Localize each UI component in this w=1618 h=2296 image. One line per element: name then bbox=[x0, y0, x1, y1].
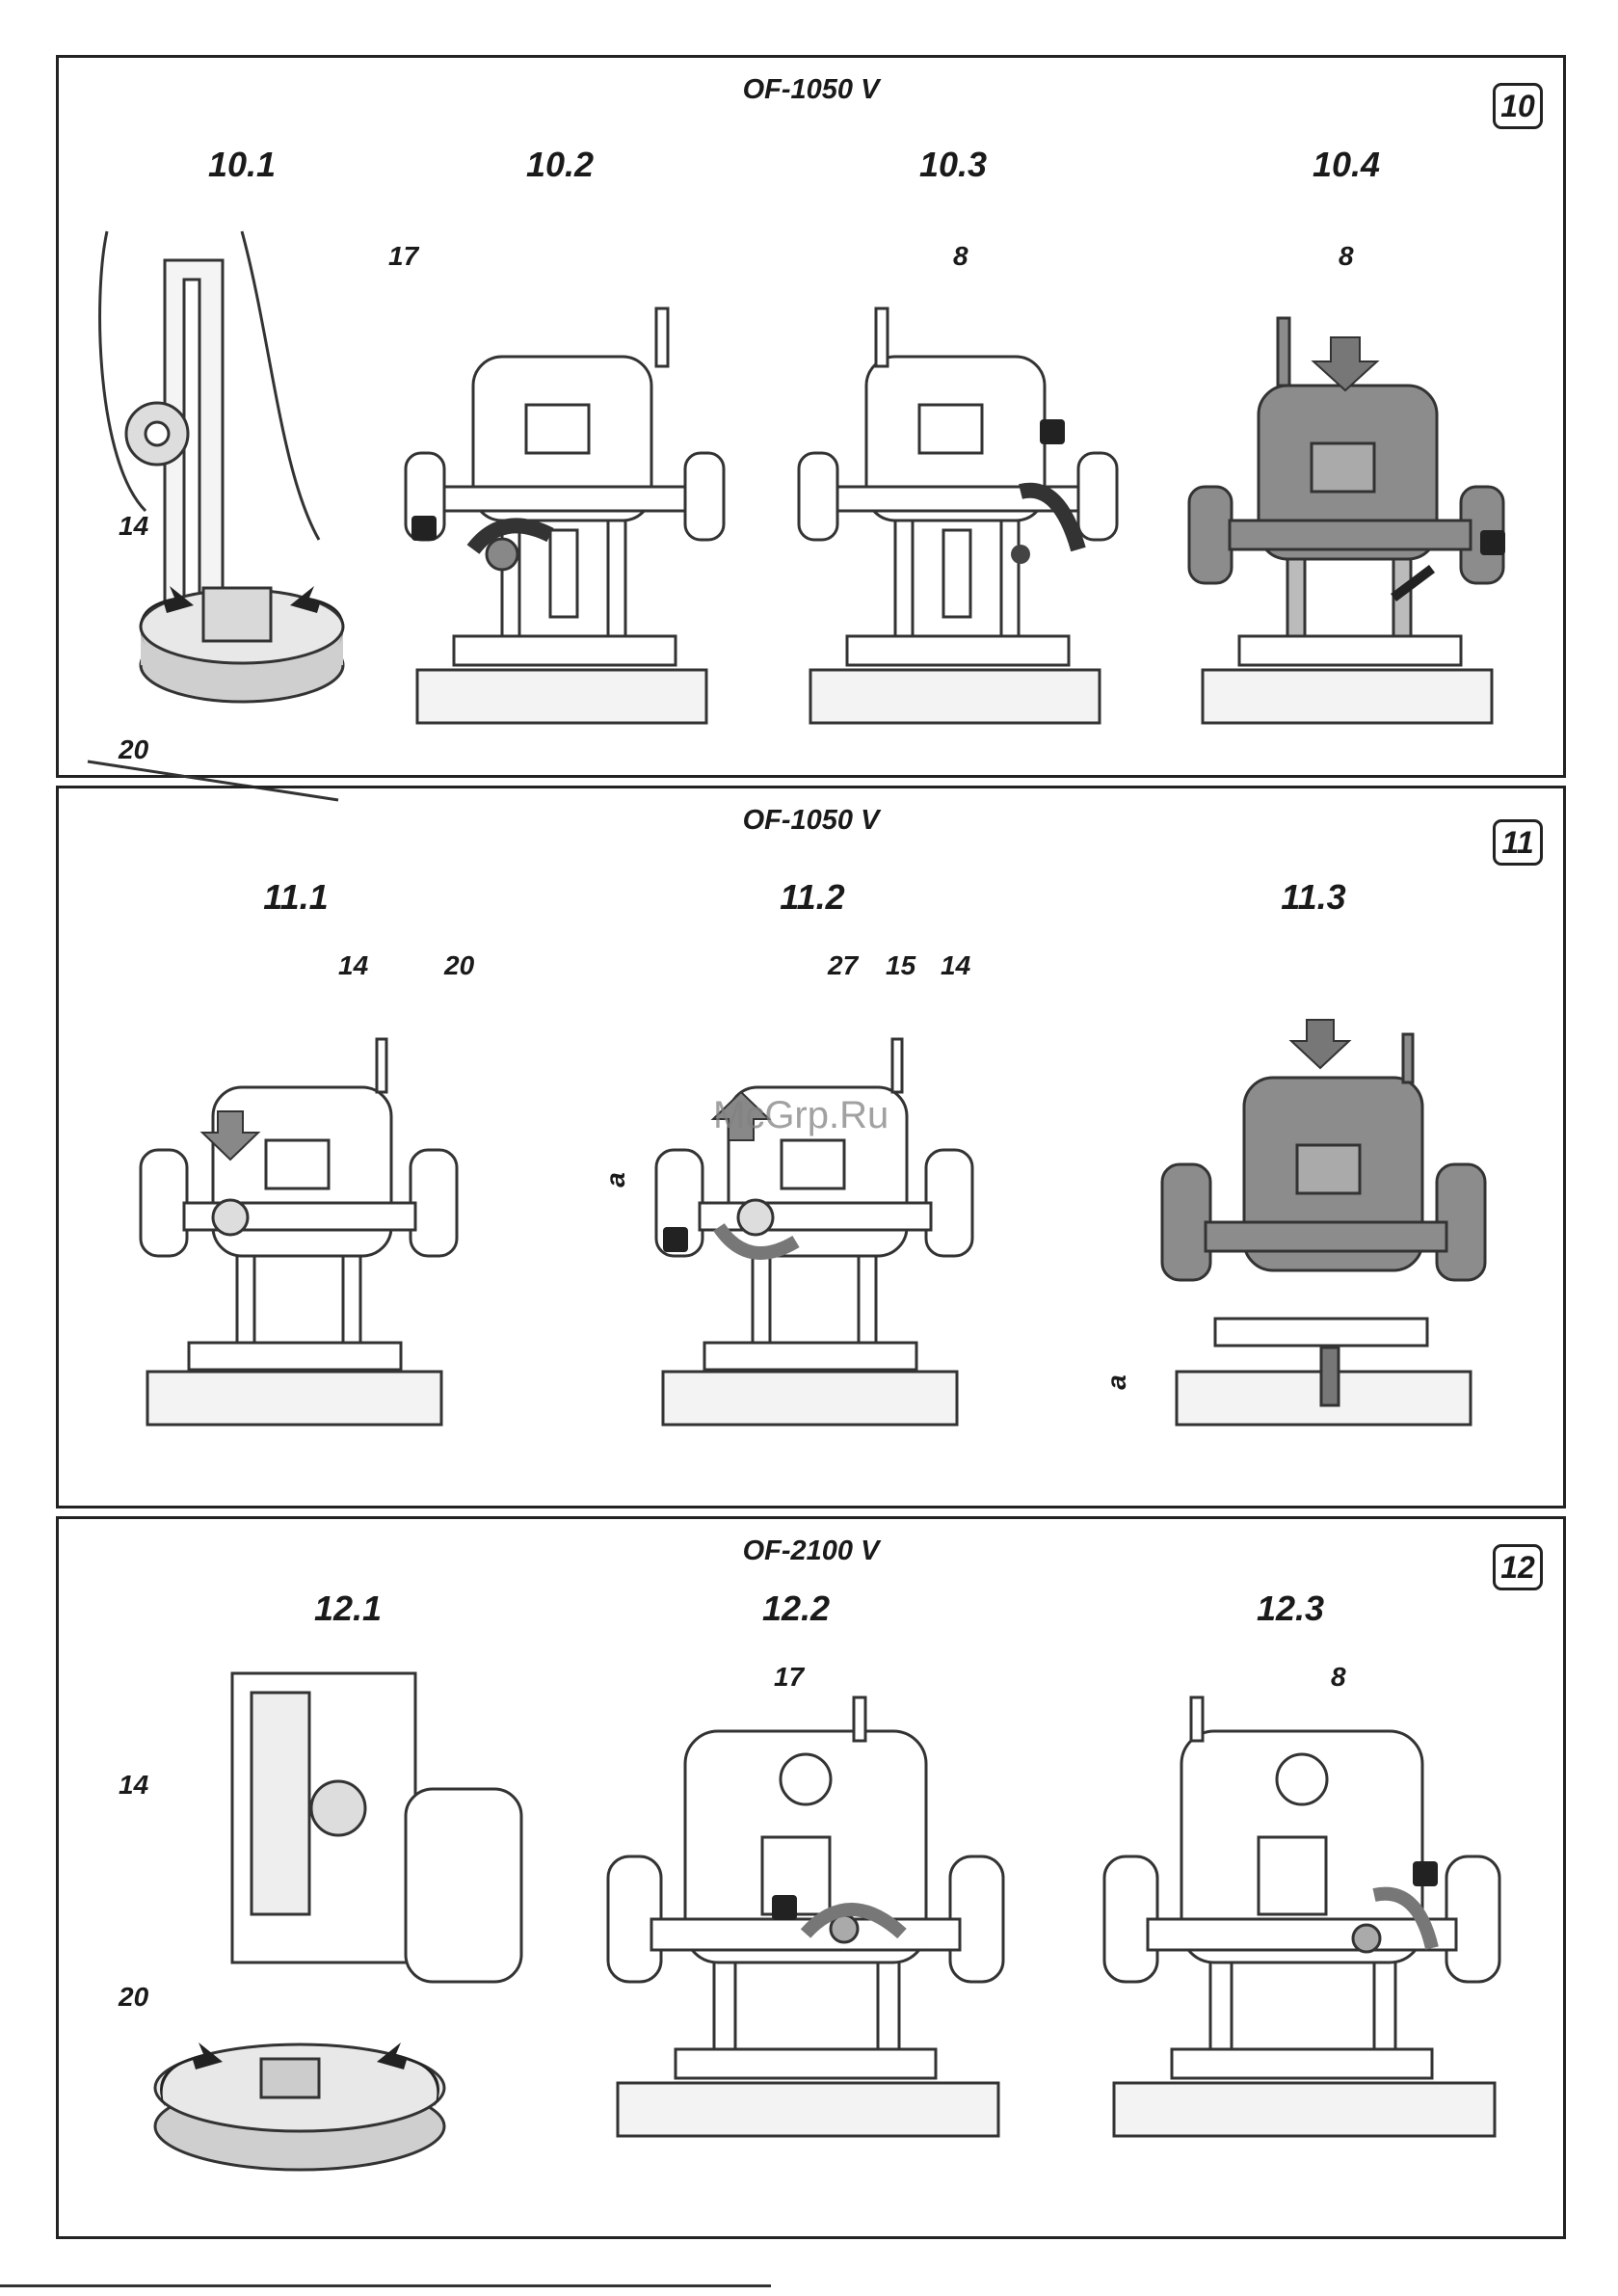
callout-number: 8 bbox=[1331, 1662, 1346, 1693]
router-icon bbox=[1095, 1693, 1499, 2155]
callout-number: 14 bbox=[119, 1770, 148, 1801]
callout-number: 14 bbox=[338, 950, 368, 981]
router-icon bbox=[406, 251, 714, 733]
figure-label: 11.3 bbox=[1281, 877, 1345, 918]
router-icon bbox=[651, 1020, 979, 1454]
figure-label: 12.1 bbox=[314, 1589, 382, 1629]
panel-10: OF-1050 V 10 10.1 10.2 10.3 10.4 14 20 bbox=[56, 55, 1566, 778]
callout-number: 8 bbox=[953, 241, 968, 272]
callout-number: 8 bbox=[1339, 241, 1354, 272]
dimension-label: a bbox=[600, 1172, 631, 1188]
callout-number: 14 bbox=[941, 950, 970, 981]
depth-stop-closeup-illustration bbox=[146, 1635, 550, 2194]
panel-model-label: OF-1050 V bbox=[59, 74, 1563, 106]
figure-label: 10.1 bbox=[208, 145, 276, 185]
figure-label: 10.3 bbox=[919, 145, 987, 185]
figure-number-badge: 12 bbox=[1493, 1544, 1543, 1590]
callout-number: 20 bbox=[119, 734, 148, 765]
figure-label: 12.2 bbox=[762, 1589, 830, 1629]
callout-number: 14 bbox=[119, 511, 148, 542]
figure-label: 11.2 bbox=[780, 877, 844, 918]
figure-label: 11.1 bbox=[263, 877, 328, 918]
router-icon bbox=[799, 251, 1107, 733]
callout-number: 20 bbox=[444, 950, 474, 981]
figure-label: 12.3 bbox=[1257, 1589, 1324, 1629]
figure-label: 10.2 bbox=[526, 145, 594, 185]
panel-11: OF-1050 V 11 11.1 11.2 11.3 14 20 27 15 … bbox=[56, 786, 1566, 1508]
figure-number-badge: 10 bbox=[1493, 83, 1543, 129]
callout-number: 17 bbox=[388, 241, 418, 272]
panel-model-label: OF-2100 V bbox=[59, 1535, 1563, 1567]
callout-number: 20 bbox=[119, 1982, 148, 2013]
dimension-label: a bbox=[1101, 1375, 1132, 1390]
figure-label: 10.4 bbox=[1313, 145, 1380, 185]
router-icon bbox=[1181, 251, 1509, 733]
figure-number-badge: 11 bbox=[1493, 819, 1543, 866]
router-icon bbox=[1148, 1020, 1495, 1454]
router-icon bbox=[136, 1020, 464, 1454]
footer-rule bbox=[0, 2284, 771, 2287]
callout-number: 27 bbox=[828, 950, 858, 981]
watermark: McGrp.Ru bbox=[713, 1094, 889, 1137]
callout-number: 17 bbox=[774, 1662, 804, 1693]
panel-model-label: OF-1050 V bbox=[59, 805, 1563, 837]
router-icon bbox=[598, 1693, 1003, 2155]
panel-12: OF-2100 V 12 12.1 12.2 12.3 14 20 17 bbox=[56, 1516, 1566, 2239]
callout-number: 15 bbox=[886, 950, 915, 981]
